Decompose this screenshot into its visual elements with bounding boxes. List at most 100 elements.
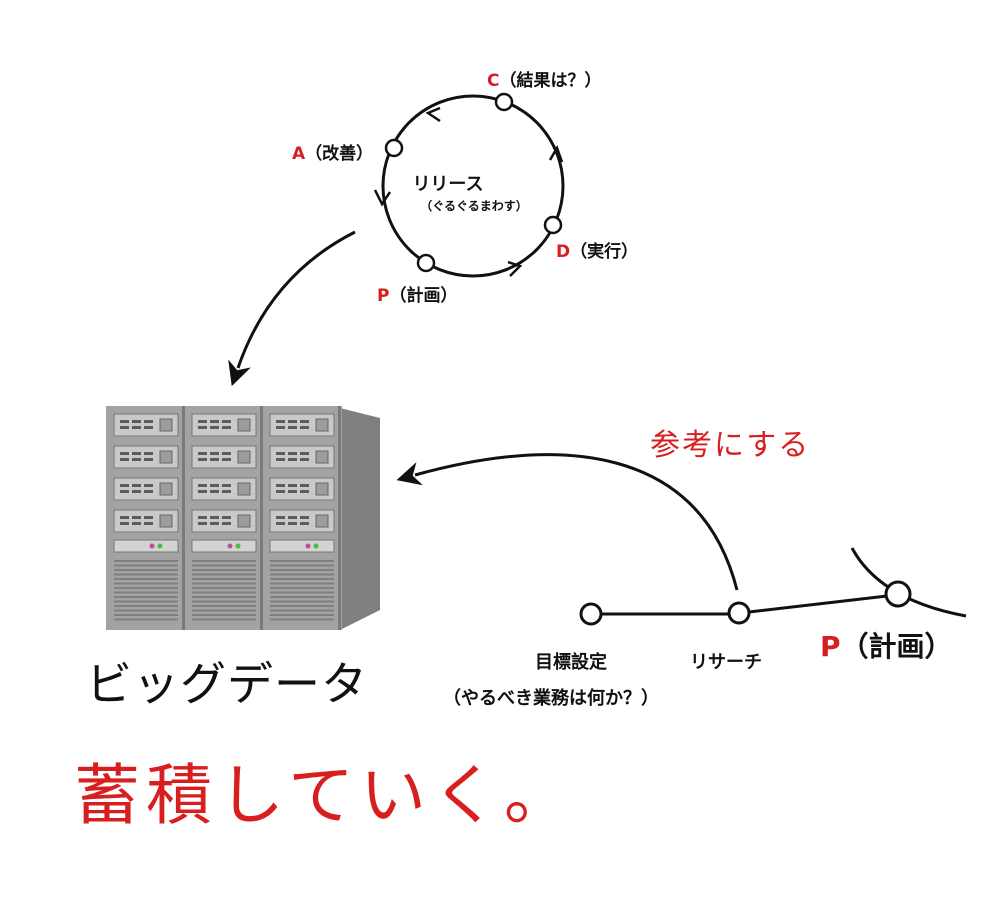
drive-slot (210, 522, 219, 525)
control-panel (269, 539, 335, 553)
drive-slot (132, 452, 141, 455)
drive-slot (276, 458, 285, 461)
label-act: A（改善） (292, 144, 373, 164)
node-plan (884, 580, 912, 608)
pdca-cycle (373, 92, 565, 278)
drive-slot (120, 426, 129, 429)
drive-handle (159, 418, 173, 432)
vent-slit (270, 564, 334, 567)
drive-slot (132, 522, 141, 525)
status-led (235, 543, 241, 549)
vent-slit (114, 582, 178, 585)
drive-slot (132, 484, 141, 487)
server-rack-icon (106, 406, 380, 630)
node-a (384, 138, 404, 158)
drive-handle (237, 418, 251, 432)
vent-slit (192, 596, 256, 598)
label-plan-text: （計画） (389, 286, 458, 306)
drive-slot (276, 426, 285, 429)
drive-slot (300, 490, 309, 493)
vent-slit (192, 582, 256, 585)
vent-slit (114, 560, 178, 562)
drive-slot (210, 484, 219, 487)
drive-slot (288, 516, 297, 519)
drive-slot (276, 452, 285, 455)
label-do-letter: D (556, 242, 571, 262)
vent-slit (270, 578, 334, 580)
drive-slot (132, 426, 141, 429)
status-led (157, 543, 163, 549)
status-led (149, 543, 155, 549)
drive-slot (288, 522, 297, 525)
drive-slot (300, 516, 309, 519)
drive-handle (237, 482, 251, 496)
drive-slot (276, 490, 285, 493)
vent-slit (114, 573, 178, 576)
status-led (313, 543, 319, 549)
vent-slit (192, 560, 256, 562)
server-units (113, 406, 341, 630)
drive-slot (198, 516, 207, 519)
drive-handle (159, 514, 173, 528)
drive-slot (144, 458, 153, 461)
node-research (727, 601, 751, 625)
drive-slot (210, 490, 219, 493)
label-accumulate: 蓄積していく。 (74, 757, 577, 834)
drive-slot (276, 420, 285, 423)
label-check-text: （結果は？） (499, 71, 602, 91)
vent-slit (192, 564, 256, 567)
drive-slot (198, 420, 207, 423)
label-timeline-plan-text: （計画） (840, 630, 953, 663)
drive-slot (288, 420, 297, 423)
vent-slit (270, 587, 334, 589)
drive-slot (198, 426, 207, 429)
vent-slit (192, 591, 256, 594)
drive-slot (288, 490, 297, 493)
drive-slot (222, 452, 231, 455)
vent-slit (114, 605, 178, 607)
vent-slit (114, 609, 178, 612)
drive-handle (237, 450, 251, 464)
drive-slot (300, 426, 309, 429)
timeline-cycle-arc (850, 547, 967, 618)
label-research: リサーチ (690, 652, 762, 673)
cycle-arrow-right-icon (548, 145, 564, 163)
vent-slit (270, 582, 334, 585)
drive-slot (198, 522, 207, 525)
drive-slot (132, 516, 141, 519)
drive-slot (198, 458, 207, 461)
vent-slit (192, 569, 256, 571)
vent-slit (114, 569, 178, 571)
drive-slot (222, 426, 231, 429)
control-panel (113, 539, 179, 553)
label-do-text: （実行） (570, 242, 639, 262)
drive-slot (198, 484, 207, 487)
drive-slot (132, 458, 141, 461)
drive-slot (222, 490, 231, 493)
label-act-text: （改善） (305, 144, 374, 164)
drive-handle (315, 482, 329, 496)
vent-slit (270, 600, 334, 603)
drive-slot (144, 516, 153, 519)
drive-slot (276, 484, 285, 487)
drive-slot (210, 420, 219, 423)
vent-slit (270, 573, 334, 576)
drive-slot (144, 420, 153, 423)
vent-slit (270, 591, 334, 594)
drive-slot (144, 426, 153, 429)
drive-slot (210, 516, 219, 519)
vent-slit (114, 587, 178, 589)
cycle-ring (381, 94, 565, 278)
node-d (543, 215, 563, 235)
drive-slot (144, 490, 153, 493)
drive-slot (120, 420, 129, 423)
drive-slot (132, 420, 141, 423)
drive-slot (300, 420, 309, 423)
drive-slot (222, 420, 231, 423)
drive-slot (300, 522, 309, 525)
rack-divider (182, 406, 185, 630)
vent-slit (270, 618, 334, 621)
node-p (416, 253, 436, 273)
drive-handle (159, 482, 173, 496)
